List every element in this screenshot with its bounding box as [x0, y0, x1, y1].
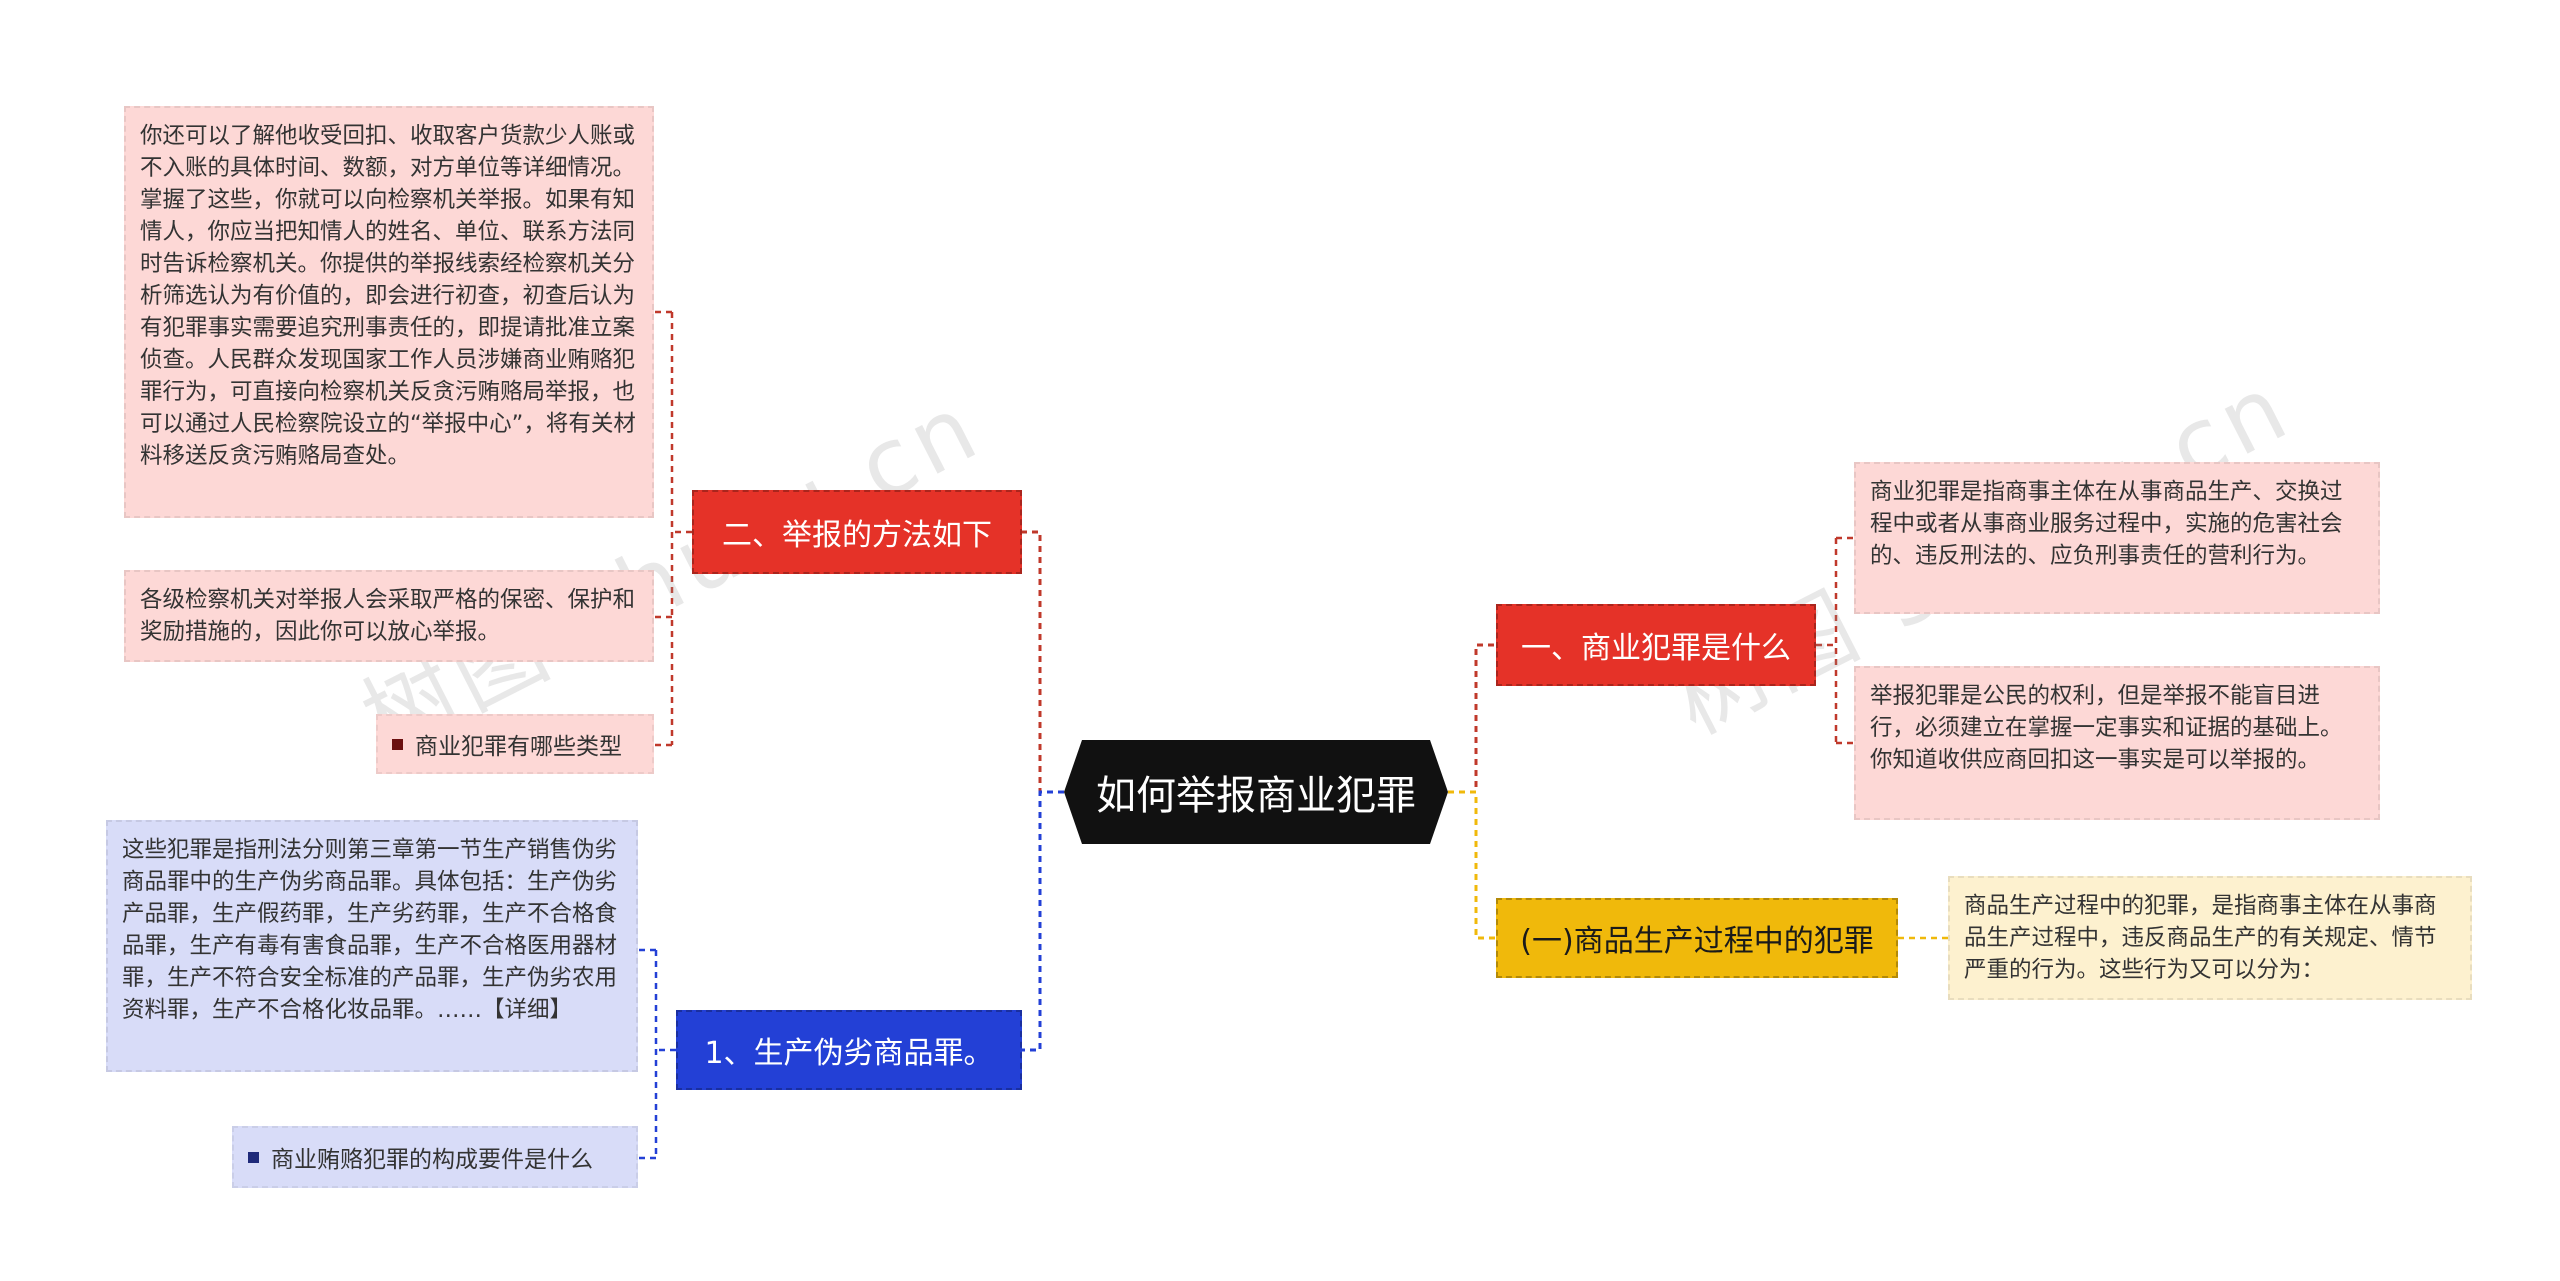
note-definition: 商业犯罪是指商事主体在从事商品生产、交换过程中或者从事商业服务过程中，实施的危害… [1854, 462, 2380, 614]
branch-methods[interactable]: 二、举报的方法如下 [692, 490, 1022, 574]
connector-main-to-methods [1022, 530, 1064, 794]
main-topic[interactable]: 如何举报商业犯罪 [1064, 740, 1448, 844]
link-bribery-elements[interactable]: 商业贿赂犯罪的构成要件是什么 [232, 1126, 638, 1188]
link-commercial-crime-types[interactable]: 商业犯罪有哪些类型 [376, 714, 654, 774]
square-bullet-icon [248, 1151, 259, 1163]
connector-main-to-production [1448, 790, 1496, 940]
note-production-crime: 商品生产过程中的犯罪，是指商事主体在从事商品生产过程中，违反商品生产的有关规定、… [1948, 876, 2472, 1000]
note-fake-goods-detail: 这些犯罪是指刑法分则第三章第一节生产销售伪劣商品罪中的生产伪劣商品罪。具体包括：… [106, 820, 638, 1072]
square-bullet-icon [392, 738, 403, 750]
link-label: 商业犯罪有哪些类型 [415, 734, 622, 760]
connector-fake-goods-children [638, 948, 676, 1160]
connector-main-to-what [1448, 643, 1496, 794]
note-methods-protection: 各级检察机关对举报人会采取严格的保密、保护和奖励措施的，因此你可以放心举报。 [124, 570, 654, 662]
connector-main-to-fake-goods [1022, 790, 1064, 1052]
note-methods-detail: 你还可以了解他收受回扣、收取客户货款少人账或不入账的具体时间、数额，对方单位等详… [124, 106, 654, 518]
note-reporting-right: 举报犯罪是公民的权利，但是举报不能盲目进行，必须建立在掌握一定事实和证据的基础上… [1854, 666, 2380, 820]
branch-what-is-commercial-crime[interactable]: 一、商业犯罪是什么 [1496, 604, 1816, 686]
link-label: 商业贿赂犯罪的构成要件是什么 [271, 1147, 593, 1173]
branch-production-crime[interactable]: (一)商品生产过程中的犯罪 [1496, 898, 1898, 978]
connector-what-children [1816, 536, 1854, 745]
branch-fake-goods[interactable]: 1、生产伪劣商品罪。 [676, 1010, 1022, 1090]
